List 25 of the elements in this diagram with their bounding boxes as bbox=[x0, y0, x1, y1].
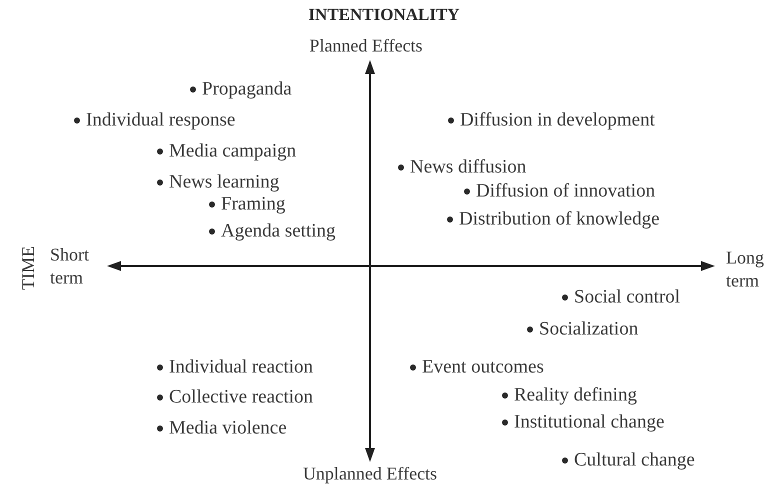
effect-label: Agenda setting bbox=[221, 222, 336, 242]
effect-label: Social control bbox=[574, 288, 680, 308]
effect-label: News learning bbox=[169, 172, 280, 194]
effect-label: Socialization bbox=[539, 320, 638, 340]
effect-label: Diffusion in development bbox=[460, 110, 655, 132]
axis-pole-label: Unplanned Effects bbox=[302, 464, 438, 484]
effect-label: Collective reaction bbox=[169, 388, 314, 408]
effect-label: Propaganda bbox=[202, 80, 292, 100]
axis-pole-label: Long term bbox=[726, 246, 764, 293]
effect-label: Individual response bbox=[86, 110, 236, 132]
effect-label: Media campaign bbox=[169, 142, 296, 162]
effect-label: Media violence bbox=[169, 418, 287, 440]
effect-label: Reality defining bbox=[514, 386, 637, 406]
axis-title: TIME bbox=[19, 246, 39, 290]
effect-label: Event outcomes bbox=[422, 358, 544, 378]
axis-pole-label: Planned Effects bbox=[309, 36, 423, 56]
effect-label: Diffusion of innovation bbox=[476, 182, 656, 202]
effect-label: Cultural change bbox=[574, 450, 695, 472]
effect-label: Framing bbox=[221, 194, 286, 216]
effect-label: News diffusion bbox=[410, 158, 526, 178]
axis-title: INTENTIONALITY bbox=[308, 5, 460, 25]
effect-label: Individual reaction bbox=[169, 358, 314, 378]
effect-label: Distribution of knowledge bbox=[459, 210, 660, 230]
axis-pole-label: Short term bbox=[50, 244, 90, 290]
effect-label: Institutional change bbox=[514, 412, 664, 434]
